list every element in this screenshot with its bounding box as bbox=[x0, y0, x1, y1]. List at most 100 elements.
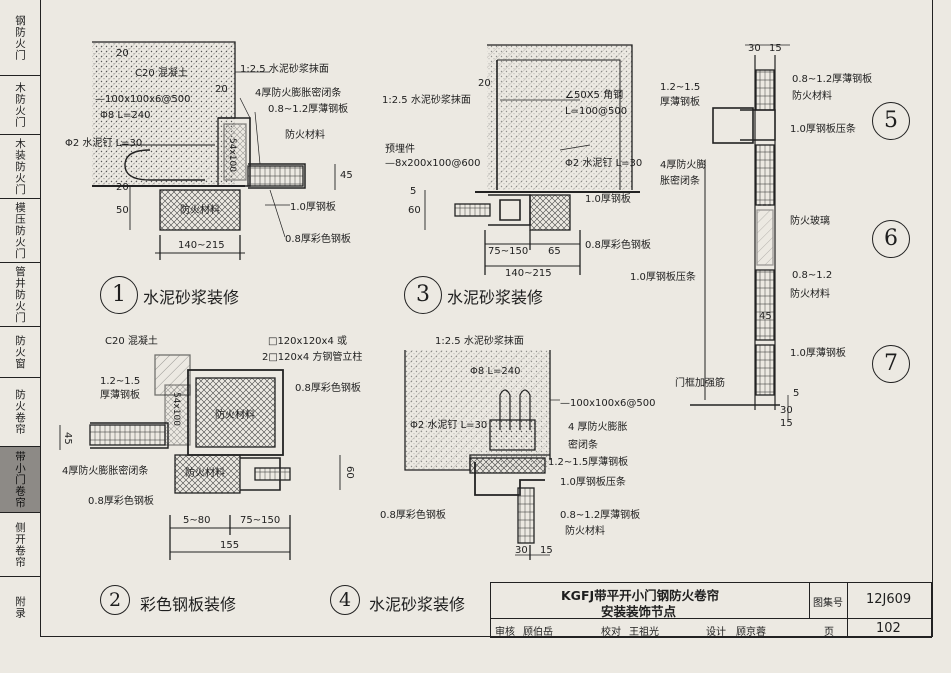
d4-dim-30: 30 bbox=[515, 545, 528, 556]
design-label: 设计 bbox=[706, 627, 726, 638]
side-tab-wood-clad-door[interactable]: 木装防火门 bbox=[0, 135, 40, 199]
d3-note-nail: Φ2 水泥钉 L=30 bbox=[565, 158, 643, 169]
side-tab-steel-door[interactable]: 钢防火门 bbox=[0, 0, 40, 76]
d4-note-thk-plate: 1.2~1.5厚薄钢板 bbox=[548, 457, 629, 468]
d567-note-stiffener: 门框加强筋 bbox=[675, 378, 725, 389]
atlas-number: 12J609 bbox=[866, 592, 912, 607]
d567-note-thk-c: 0.8~1.2 bbox=[792, 270, 833, 281]
d1-dim-20-b: 20 bbox=[116, 182, 129, 193]
d1-note-rebar: Φ8 L=240 bbox=[100, 110, 151, 121]
d6-number-circle: 6 bbox=[872, 220, 910, 258]
d567-note-thk-a: 1.2~1.5 bbox=[660, 82, 701, 93]
d4-note-nail: Φ2 水泥钉 L=30 bbox=[410, 420, 488, 431]
d2-note-column-b: 2□120x4 方钢管立柱 bbox=[262, 352, 363, 363]
d2-note-seal: 4厚防火膨胀密闭条 bbox=[62, 466, 149, 477]
d2-dim-155: 155 bbox=[220, 540, 240, 551]
d3-note-angle-spacing: L=100@500 bbox=[565, 106, 628, 117]
d4-note-rebar: Φ8 L=240 bbox=[470, 366, 521, 377]
d3-dim-60: 60 bbox=[408, 205, 421, 216]
d1-note-concrete: C20 混凝土 bbox=[135, 68, 188, 79]
d567-note-strip-2: 1.0厚钢板压条 bbox=[630, 272, 696, 283]
d4-title: 水泥砂浆装修 bbox=[369, 595, 466, 614]
d2-dim-5-80: 5~80 bbox=[183, 515, 211, 526]
d1-number-circle: 1 bbox=[100, 276, 138, 314]
d3-note-steel: 1.0厚钢板 bbox=[585, 194, 631, 205]
d567-note-strip: 1.0厚钢板压条 bbox=[790, 124, 856, 135]
d3-dim-5: 5 bbox=[410, 186, 417, 197]
review-name: 顾伯岳 bbox=[523, 627, 553, 638]
d3-note-mortar: 1:2.5 水泥砂浆抹面 bbox=[382, 95, 471, 106]
drawing-frame bbox=[40, 0, 933, 637]
d2-note-color-plate-b: 0.8厚彩色钢板 bbox=[88, 496, 154, 507]
d567-dim-30-b: 30 bbox=[780, 405, 793, 416]
d567-note-seal-a: 4厚防火膨 bbox=[660, 160, 707, 171]
d1-note-thin-plate: 0.8~1.2厚薄钢板 bbox=[268, 104, 349, 115]
d4-note-mortar: 1:2.5 水泥砂浆抹面 bbox=[435, 336, 524, 347]
side-tab-wood-door[interactable]: 木防火门 bbox=[0, 76, 40, 135]
d567-note-fire-mat: 防火材料 bbox=[792, 91, 832, 102]
side-tab-fire-shutter[interactable]: 防火卷帘 bbox=[0, 378, 40, 447]
d567-note-plate: 1.0厚薄钢板 bbox=[790, 348, 846, 359]
d567-dim-30: 30 bbox=[748, 43, 761, 54]
d1-note-nail: Φ2 水泥钉 L=30 bbox=[65, 138, 143, 149]
d2-note-thk-a: 1.2~1.5 bbox=[100, 376, 141, 387]
detail-3-drawing bbox=[424, 44, 640, 275]
d3-note-angle: ∠50X5 角钢 bbox=[565, 90, 624, 101]
side-tab-shaft-door[interactable]: 管井防火门 bbox=[0, 263, 40, 327]
d3-note-embed: 预埋件 bbox=[385, 144, 415, 155]
page-label: 页 bbox=[824, 627, 834, 638]
title-block: KGFJ带平开小门钢防火卷帘 安装装饰节点 图集号 12J609 审核 顾伯岳 … bbox=[490, 582, 932, 638]
d1-dim-50: 50 bbox=[116, 205, 129, 216]
d1-title: 水泥砂浆装修 bbox=[143, 288, 240, 307]
d2-dim-75-150: 75~150 bbox=[240, 515, 281, 526]
d2-note-color-plate-a: 0.8厚彩色钢板 bbox=[295, 383, 361, 394]
detail-567-drawing bbox=[690, 44, 790, 420]
drawing-title-line1: KGFJ带平开小门钢防火卷帘 bbox=[561, 588, 720, 603]
design-name: 顾京蓉 bbox=[736, 627, 766, 638]
check-label: 校对 bbox=[601, 627, 621, 638]
side-tab-appendix[interactable]: 附录 bbox=[14, 595, 26, 619]
d1-dim-width: 140~215 bbox=[178, 240, 225, 251]
d2-dim-45: 45 bbox=[62, 432, 73, 445]
d2-title: 彩色钢板装修 bbox=[140, 595, 237, 614]
d1-dim-45: 45 bbox=[340, 170, 353, 181]
side-tab-column: 钢防火门 木防火门 木装防火门 模压防火门 管井防火门 防火窗 防火卷帘 带小门… bbox=[0, 0, 41, 637]
d4-note-thin-plate: 0.8~1.2厚薄钢板 bbox=[560, 510, 641, 521]
d2-dim-60: 60 bbox=[344, 466, 355, 479]
d567-dim-15: 15 bbox=[769, 43, 782, 54]
d2-number-circle: 2 bbox=[100, 585, 130, 615]
d1-note-seal: 4厚防火膨胀密闭条 bbox=[255, 88, 342, 99]
d567-note-fire-mat-2: 防火材料 bbox=[790, 289, 830, 300]
side-tab-fire-window[interactable]: 防火窗 bbox=[0, 327, 40, 378]
side-tab-side-shutter[interactable]: 侧开卷帘 bbox=[0, 513, 40, 577]
d4-note-seal-a: 4 厚防火膨胀 bbox=[568, 422, 628, 433]
d5-number-circle: 5 bbox=[872, 102, 910, 140]
d567-note-seal-b: 胀密闭条 bbox=[660, 176, 700, 187]
atlas-label: 图集号 bbox=[813, 598, 843, 609]
title-block-divider-v2 bbox=[847, 583, 848, 637]
d1-note-color-plate: 0.8厚彩色钢板 bbox=[285, 234, 351, 245]
d3-note-embed-size: —8x200x100@600 bbox=[385, 158, 481, 169]
review-label: 审核 bbox=[495, 627, 515, 638]
d567-note-thk-b: 厚薄钢板 bbox=[660, 97, 700, 108]
d1-note-tube: 54x100 bbox=[227, 138, 237, 172]
d567-dim-15-b: 15 bbox=[780, 418, 793, 429]
d4-note-fire-mat: 防火材料 bbox=[565, 526, 605, 537]
d567-dim-45: 45 bbox=[759, 311, 772, 322]
d2-note-tube: 54x100 bbox=[171, 392, 181, 426]
d2-note-fire-mat-2: 防火材料 bbox=[185, 468, 225, 479]
page-number: 102 bbox=[876, 621, 901, 636]
side-tab-door-shutter[interactable]: 带小门卷帘 bbox=[0, 447, 40, 513]
d4-note-strip: 1.0厚钢板压条 bbox=[560, 477, 626, 488]
detail-1-drawing bbox=[92, 41, 336, 260]
detail-4-drawing bbox=[404, 350, 560, 560]
side-tab-molded-door[interactable]: 模压防火门 bbox=[0, 199, 40, 263]
d3-dim-75-150: 75~150 bbox=[488, 246, 529, 257]
d3-number-circle: 3 bbox=[404, 276, 442, 314]
d3-dim-65: 65 bbox=[548, 246, 561, 257]
d2-note-column-a: □120x120x4 或 bbox=[268, 336, 347, 347]
d3-dim-140-215: 140~215 bbox=[505, 268, 552, 279]
d4-note-embed: —100x100x6@500 bbox=[560, 398, 656, 409]
